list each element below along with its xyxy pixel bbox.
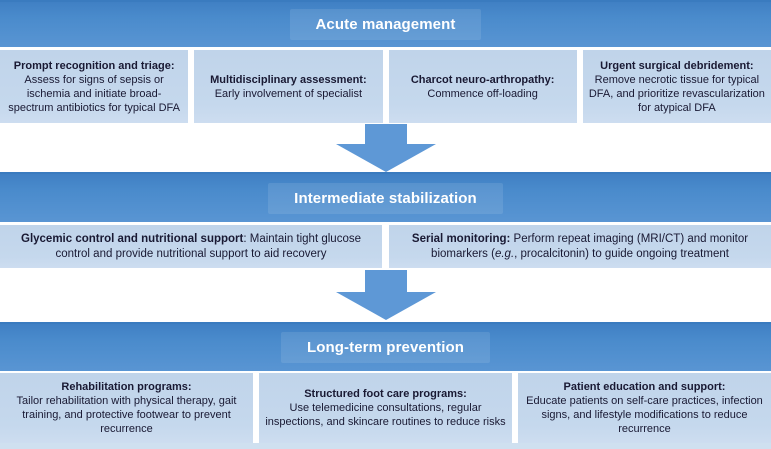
cropped-bottom-bar <box>0 443 771 449</box>
row-acute-boxes: Prompt recognition and triage:Assess for… <box>0 50 771 123</box>
box-heading: Glycemic control and nutritional support <box>21 232 244 245</box>
box-text: Urgent surgical debridement:Remove necro… <box>589 59 765 115</box>
box-heading: Structured foot care programs: <box>304 388 467 400</box>
box-glycemic-control: Glycemic control and nutritional support… <box>0 225 382 268</box>
box-heading: Serial monitoring: <box>411 232 511 245</box>
box-charcot-neuro-arthropathy: Charcot neuro-arthropathy:Commence off-l… <box>388 50 577 123</box>
down-arrow-icon <box>335 124 436 172</box>
box-heading: Rehabilitation programs: <box>61 381 192 393</box>
box-patient-education: Patient education and support: Educate pa… <box>518 373 771 443</box>
box-body: Remove necrotic tissue for typical DFA, … <box>588 73 765 114</box>
phase-header-acute: Acute management <box>0 0 771 47</box>
box-text: Patient education and support: Educate pa… <box>524 380 765 436</box>
box-text: Serial monitoring: Perform repeat imagin… <box>395 232 765 262</box>
box-heading: Prompt recognition and triage: <box>13 59 175 72</box>
box-body-post: , procalcitonin) to guide ongoing treatm… <box>514 247 729 260</box>
box-text: Structured foot care programs: Use teleme… <box>265 387 506 429</box>
phase-header-longterm: Long-term prevention <box>0 322 771 371</box>
box-heading: Urgent surgical debridement: <box>600 59 754 72</box>
box-body: Tailor rehabilitation with physical ther… <box>16 395 237 435</box>
box-text: Prompt recognition and triage:Assess for… <box>6 59 182 115</box>
box-rehabilitation-programs: Rehabilitation programs: Tailor rehabilit… <box>0 373 253 443</box>
box-body: Early involvement of specialist <box>214 87 363 100</box>
box-heading: Charcot neuro-arthropathy: <box>410 73 555 86</box>
box-text: Charcot neuro-arthropathy:Commence off-l… <box>411 73 555 101</box>
row-intermediate-boxes: Glycemic control and nutritional support… <box>0 225 771 268</box>
phase-title-intermediate: Intermediate stabilization <box>268 182 503 214</box>
box-body: Educate patients on self-care practices,… <box>526 395 763 435</box>
arrow-head <box>335 144 436 172</box>
box-structured-foot-care: Structured foot care programs: Use teleme… <box>259 373 512 443</box>
phase-header-intermediate: Intermediate stabilization <box>0 172 771 222</box>
box-heading: Multidisciplinary assessment: <box>210 73 367 86</box>
box-prompt-recognition: Prompt recognition and triage:Assess for… <box>0 50 189 123</box>
phase-title-longterm: Long-term prevention <box>280 332 490 363</box>
box-text: Glycemic control and nutritional support… <box>6 232 376 262</box>
box-text: Rehabilitation programs: Tailor rehabilit… <box>6 380 247 436</box>
box-body: : Maintain tight glucose control and pro… <box>55 232 361 260</box>
box-multidisciplinary-assessment: Multidisciplinary assessment:Early invol… <box>194 50 383 123</box>
arrow-head <box>335 292 436 320</box>
arrow-stem <box>364 270 407 292</box>
phase-title-acute: Acute management <box>289 9 482 40</box>
box-body-italic: e.g. <box>494 247 515 260</box>
down-arrow-icon <box>335 270 436 320</box>
box-heading: Patient education and support: <box>563 381 726 393</box>
box-serial-monitoring: Serial monitoring: Perform repeat imagin… <box>389 225 771 268</box>
arrow-stem <box>364 124 407 144</box>
box-body-pre: Perform repeat imaging (MRI/CT) and moni… <box>431 232 749 260</box>
box-urgent-surgical-debridement: Urgent surgical debridement:Remove necro… <box>582 50 771 123</box>
box-text: Multidisciplinary assessment:Early invol… <box>210 73 367 101</box>
box-body: Use telemedicine consultations, regular … <box>265 402 506 428</box>
box-body: Commence off-loading <box>427 87 538 100</box>
box-body: Assess for signs of sepsis or ischemia a… <box>8 73 181 114</box>
row-longterm-boxes: Rehabilitation programs: Tailor rehabilit… <box>0 373 771 443</box>
